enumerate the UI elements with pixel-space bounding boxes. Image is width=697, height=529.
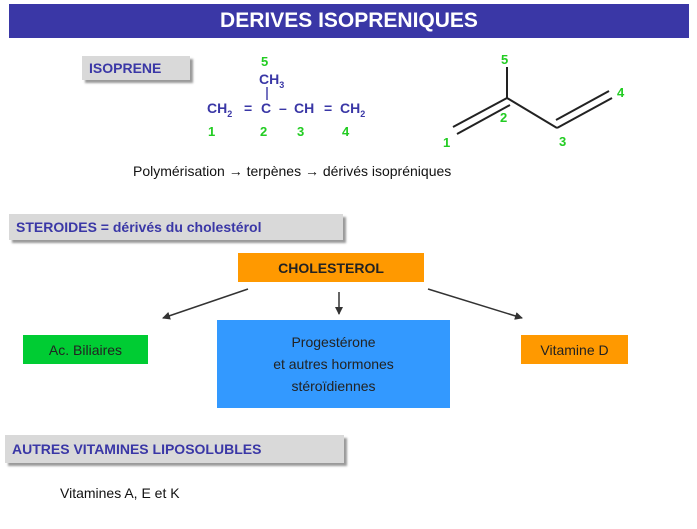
skeletal-number-4: 4	[617, 85, 625, 100]
ac-biliaires-box: Ac. Biliaires	[23, 335, 148, 364]
skeletal-structure	[452, 67, 613, 135]
ch3-subscript: 3	[279, 79, 285, 90]
progesterone-line-1: Progestérone	[291, 334, 376, 350]
ch2-right-text: CH	[340, 100, 361, 116]
autres-vitamines-label: AUTRES VITAMINES LIPOSOLUBLES	[5, 435, 344, 463]
page-title: DERIVES ISOPRENIQUES	[9, 4, 689, 38]
skeletal-number-2: 2	[500, 110, 508, 125]
carbon-number-1: 1	[208, 124, 216, 139]
single-bond: –	[279, 100, 287, 116]
methyl-group: CH3	[259, 71, 284, 90]
ch2-left-subscript: 2	[227, 108, 233, 119]
ch3-text: CH	[259, 71, 280, 87]
progesterone-box: Progestérone et autres hormones stéroïdi…	[217, 320, 450, 408]
ch2-left-text: CH	[207, 100, 228, 116]
vitamines-aek-text: Vitamines A, E et K	[60, 485, 180, 501]
ch2-right: CH2	[340, 100, 365, 119]
double-bond-1: =	[244, 100, 253, 116]
arrow-to-biliaires	[162, 288, 249, 320]
arrow-to-vitamine-d	[427, 288, 523, 320]
ch2-left: CH2	[207, 100, 232, 119]
skeletal-bond-1-2	[452, 97, 508, 128]
carbon-c: C	[261, 100, 272, 116]
skeletal-number-1: 1	[443, 135, 451, 150]
carbon-number-5: 5	[261, 54, 269, 69]
progesterone-line-3: stéroïdiennes	[291, 378, 376, 394]
carbon-number-2: 2	[260, 124, 268, 139]
double-bond-2: =	[324, 100, 333, 116]
skeletal-bond-2-3	[506, 97, 558, 129]
polymerisation-text: Polymérisation → terpènes → dérivés isop…	[133, 163, 452, 179]
steroides-label: STEROIDES = dérivés du cholestérol	[9, 214, 343, 240]
vitamine-d-box: Vitamine D	[521, 335, 628, 364]
ch2-right-subscript: 2	[360, 108, 366, 119]
skeletal-number-5: 5	[501, 52, 509, 67]
skeletal-number-3: 3	[559, 134, 567, 149]
skeletal-bond-3-4	[556, 97, 613, 129]
carbon-number-4: 4	[342, 124, 350, 139]
skeletal-bond-1-2-double	[456, 104, 511, 135]
ch-group: CH	[294, 100, 315, 116]
skeletal-bond-3-4-double	[555, 90, 610, 121]
carbon-number-3: 3	[297, 124, 305, 139]
progesterone-line-2: et autres hormones	[273, 356, 394, 372]
isoprene-label: ISOPRENE	[82, 56, 190, 80]
cholesterol-box: CHOLESTEROL	[238, 253, 424, 282]
